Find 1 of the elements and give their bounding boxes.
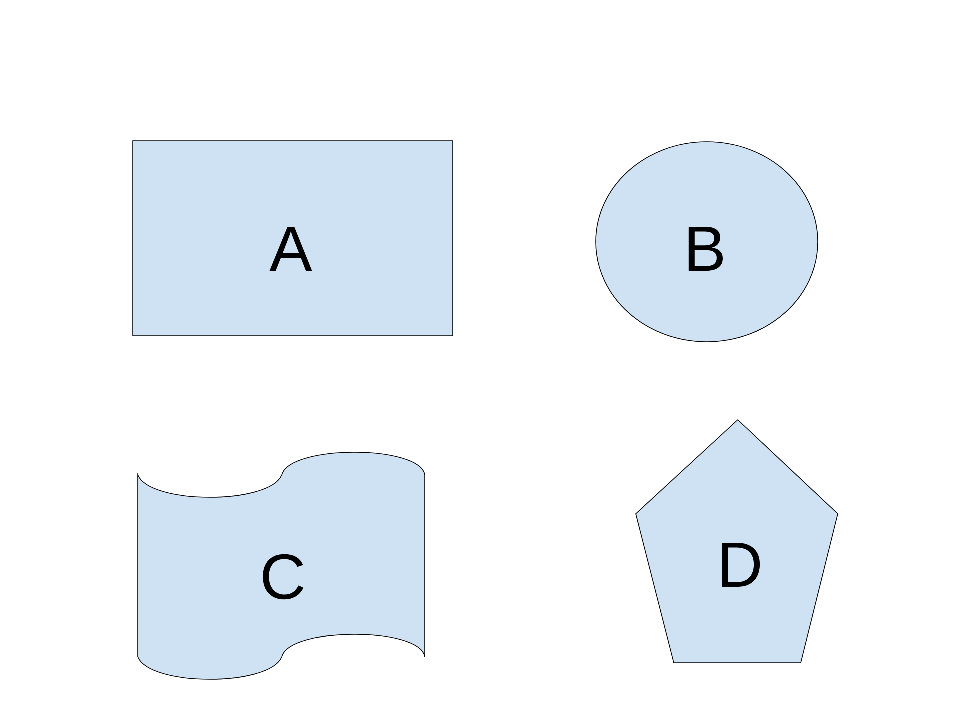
rectangle-box: A	[132, 140, 454, 336]
